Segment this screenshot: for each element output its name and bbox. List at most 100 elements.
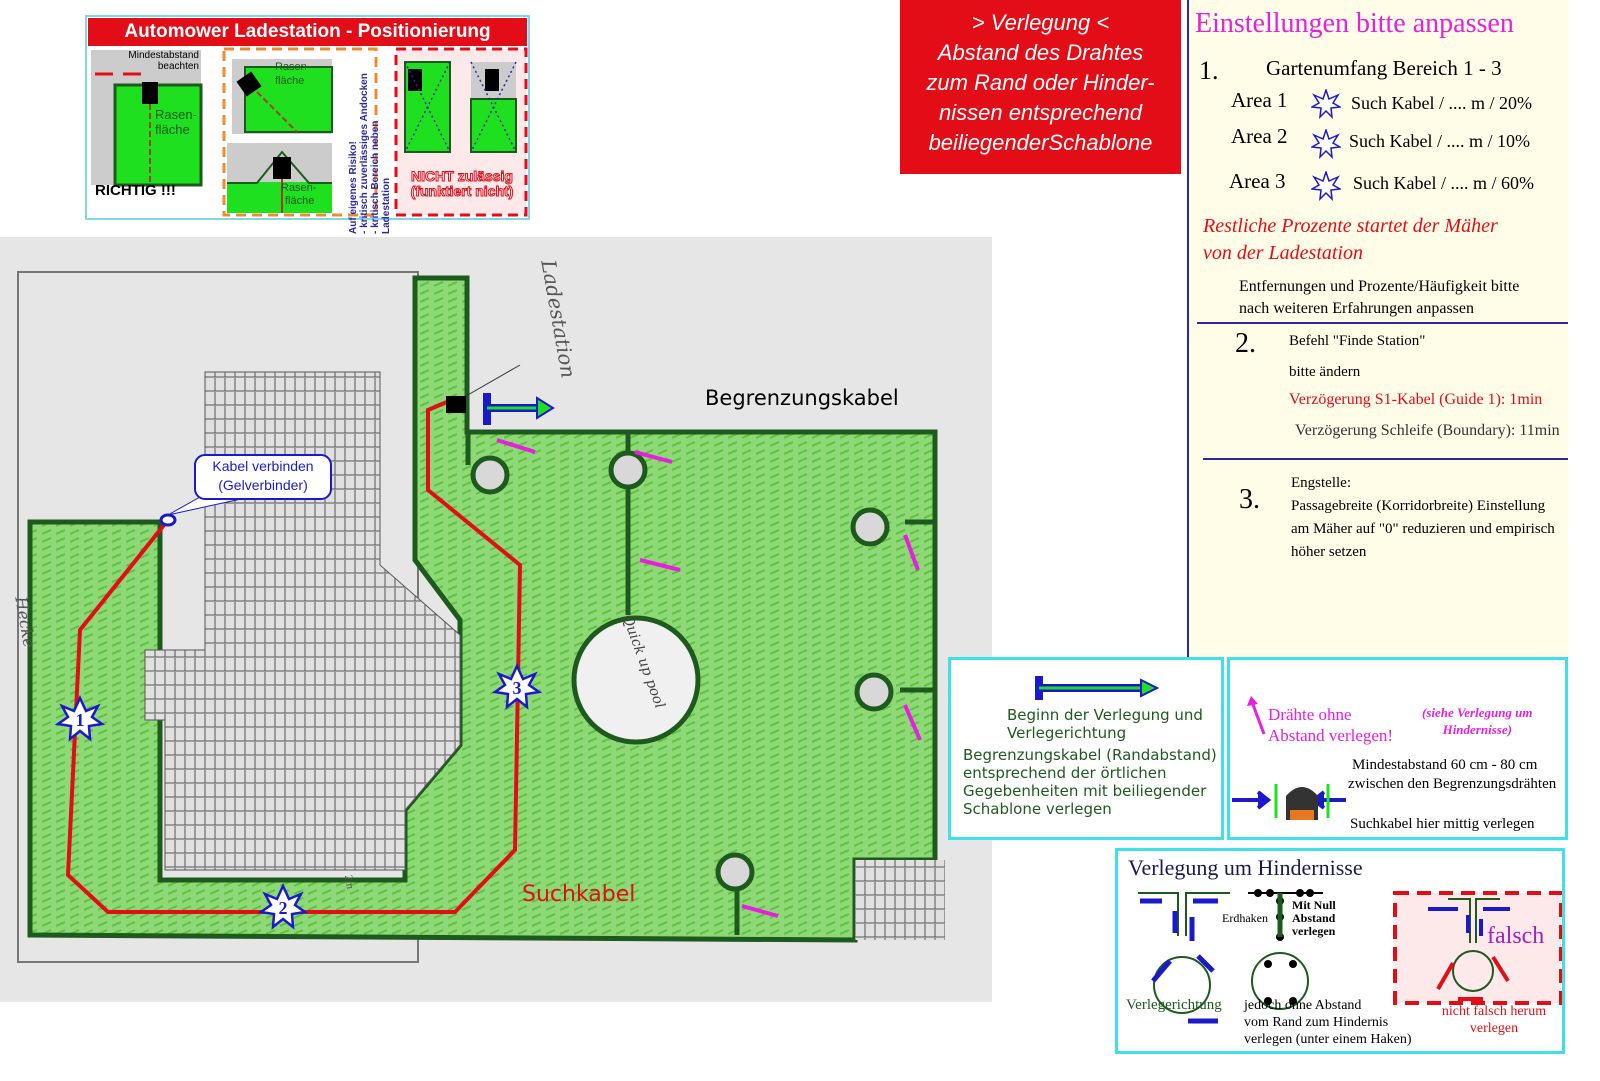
connector-line: (Gelverbinder) [218, 477, 308, 493]
tree [854, 672, 894, 712]
gel-connector [159, 513, 177, 527]
legend-line: Abstand [1292, 911, 1336, 925]
positioning-title: Automower Ladestation - Positionierung [88, 18, 527, 46]
laying-line: nissen entsprechend [938, 100, 1143, 125]
area-3-label: Area 3 [1229, 169, 1286, 193]
section-2-number: 2. [1235, 328, 1256, 359]
area-1-text: Such Kabel / .... m / 20% [1351, 93, 1532, 113]
direction-label: Verlegerichtung [1126, 997, 1222, 1013]
tree [608, 450, 648, 490]
hooks-label: Erdhaken [1222, 911, 1268, 926]
tree [470, 455, 510, 495]
terrace [855, 860, 945, 940]
lawn-label-2b: fläche [275, 75, 305, 87]
not-allowed-label: NICHT zulässig (funktiert nicht) [399, 168, 525, 199]
obstacle-leads [465, 432, 935, 935]
mower-icon [1232, 784, 1346, 820]
legend-line: verlegen [1292, 924, 1336, 938]
legend-line: jedoch ohne Abstand [1244, 998, 1362, 1013]
correct-label: RICHTIG !!! [95, 182, 176, 199]
tree [850, 507, 890, 547]
positioning-illustrations [91, 47, 528, 217]
legend-line: Mit Null [1292, 898, 1336, 912]
section-1-number: 1. [1199, 56, 1219, 85]
lawn-label-2a: Rasen- [275, 61, 311, 73]
area-2-text: Such Kabel / .... m / 10% [1349, 131, 1530, 151]
pink-arrows [496, 438, 922, 918]
lawn-label-3b: fläche [285, 195, 315, 207]
min-distance-label: Mindestabstand beachten [128, 50, 199, 72]
adjust-line: nach weiteren Erfahrungen anpassen [1239, 300, 1474, 317]
see-note: (siehe Verlegung um Hindernisse) [1422, 704, 1533, 738]
section-3-line: am Mäher auf "0" reduzieren und empirisc… [1291, 521, 1555, 537]
station-pointer [465, 364, 521, 397]
zero-distance-label: Mit Null Abstand verlegen [1292, 899, 1336, 938]
remaining-line: von der Ladestation [1203, 242, 1363, 264]
section-3-text: Engstelle: Passagebreite (Korridorbreite… [1291, 472, 1555, 564]
legend-line: (siehe Verlegung um [1422, 705, 1533, 720]
legend-line: Hindernisse) [1442, 722, 1512, 737]
boundary-label: Begrenzungskabel [705, 386, 899, 410]
star-2-label: 2 [278, 898, 288, 918]
star-1-icon [1311, 89, 1341, 119]
connector-label: Kabel verbinden (Gelverbinder) [200, 457, 326, 495]
settings-panel: Einstellungen bitte anpassen 1. Gartenum… [1187, 0, 1568, 657]
legend-line: vom Rand zum Hindernis [1244, 1015, 1389, 1030]
guide-note: Suchkabel hier mittig verlegen [1350, 816, 1535, 832]
start-arrow-icon [1035, 676, 1160, 700]
legend-line: Begrenzungskabel (Randabstand) [963, 746, 1217, 764]
without-distance-note: jedoch ohne Abstand vom Rand zum Hindern… [1244, 997, 1412, 1048]
section-2-line: Befehl "Finde Station" [1289, 333, 1426, 349]
obstacles [470, 450, 894, 892]
section-3-line: höher setzen [1291, 544, 1367, 560]
legend-wires: Drähte ohne Abstand verlegen! (siehe Ver… [1227, 657, 1568, 840]
legend-line: nicht falsch herum [1441, 1004, 1547, 1019]
star-1-label: 1 [75, 710, 85, 730]
laying-line: > Verlegung < [971, 10, 1110, 35]
remaining-note: Restliche Prozente startet der Mäher von… [1203, 213, 1498, 267]
legend-start: Beginn der Verlegung und Verlegerichtung… [948, 657, 1224, 840]
guide-label: Suchkabel [522, 882, 636, 907]
charging-station [446, 396, 466, 413]
dimension-label: 2m [341, 874, 357, 890]
legend-line: Schablone verlegen [963, 800, 1112, 818]
legend-start-text: Begrenzungskabel (Randabstand) entsprech… [963, 746, 1217, 818]
min-distance-note: Mindestabstand 60 cm - 80 cm zwischen de… [1348, 756, 1556, 794]
legend-line: verlegen [1469, 1021, 1519, 1036]
section-1-heading: Gartenumfang Bereich 1 - 3 [1266, 56, 1502, 80]
section-3-number: 3. [1239, 484, 1260, 515]
legend-line: zwischen den Begrenzungsdrähten [1348, 776, 1557, 792]
pink-arrow-icon [1247, 696, 1266, 735]
star-2-icon [1311, 129, 1341, 159]
delay-loop: Verzögerung Schleife (Boundary): 11min [1295, 422, 1560, 439]
legend-line: Mindestabstand 60 cm - 80 cm [1352, 757, 1538, 773]
connector-line: Kabel verbinden [212, 458, 314, 474]
adjust-note: Entfernungen und Prozente/Häufigkeit bit… [1239, 276, 1519, 320]
legend-line: Abstand verlegen! [1268, 726, 1394, 745]
tree [715, 852, 755, 892]
positioning-panel: Automower Ladestation - Positionierung M… [85, 15, 530, 234]
legend-line: verlegen (unter einem Haken) [1244, 1032, 1412, 1047]
hooks-text: Erdhaken [1222, 911, 1268, 925]
laying-line: beiliegenderSchablone [928, 130, 1153, 155]
wrong-note: nicht falsch herum verlegen [1430, 1003, 1558, 1037]
obstacle-diagrams [1138, 889, 1562, 1024]
section-2-line: bitte ändern [1289, 364, 1361, 380]
legend-line: Beginn der Verlegung und [1007, 706, 1203, 724]
legend-line: Gegebenheiten mit beiliegender [963, 782, 1207, 800]
obstacles-title: Verlegung um Hindernisse [1128, 855, 1363, 880]
guide-wire [65, 400, 523, 914]
area-1-label: Area 1 [1231, 88, 1288, 112]
settings-title: Einstellungen bitte anpassen [1195, 8, 1514, 39]
legend-line: Verlegerichtung [1007, 724, 1127, 742]
laying-line: Abstand des Drahtes [937, 40, 1144, 65]
area-2-label: Area 2 [1231, 124, 1288, 148]
legend-start-title: Beginn der Verlegung und Verlegerichtung [1007, 706, 1203, 742]
not-allowed-line: NICHT zulässig [411, 168, 514, 184]
legend-line: Drähte ohne [1268, 705, 1352, 724]
lawn-label-3a: Rasen- [281, 182, 317, 194]
wrong-label: falsch [1487, 923, 1545, 949]
section-3-line: Passagebreite (Korridorbreite) Einstellu… [1291, 498, 1546, 514]
star-3-icon [1311, 171, 1341, 201]
